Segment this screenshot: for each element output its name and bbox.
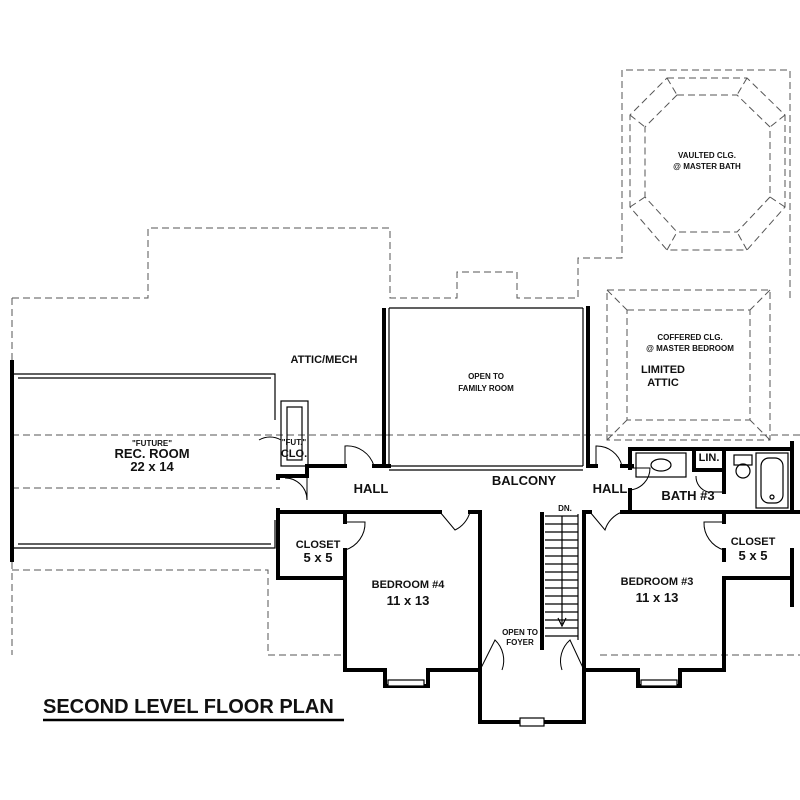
closet-left-size: 5 x 5 <box>304 550 333 565</box>
fut-clo-label-1: "FUT." <box>282 438 307 447</box>
hall-left-label: HALL <box>354 481 389 496</box>
walls <box>276 306 800 724</box>
vaulted-label-2: @ MASTER BATH <box>673 162 741 171</box>
rec-room-future-label: "FUTURE" <box>132 439 172 448</box>
bedroom4-name: BEDROOM #4 <box>372 579 446 591</box>
future-closet: "FUT." CLO. <box>258 400 309 467</box>
open-foyer-label-2: FOYER <box>506 638 534 647</box>
vaulted-label-1: VAULTED CLG. <box>678 151 736 160</box>
open-family-label-1: OPEN TO <box>468 372 504 381</box>
rec-room-size: 22 x 14 <box>130 459 174 474</box>
attic-mech-label: ATTIC/MECH <box>290 354 357 366</box>
open-family-label-2: FAMILY ROOM <box>458 384 514 393</box>
rec-room-name: REC. ROOM <box>114 446 189 461</box>
bedroom3-name: BEDROOM #3 <box>621 576 694 588</box>
staircase: DN. <box>540 504 579 650</box>
doors <box>284 445 725 671</box>
vaulted-ceiling: VAULTED CLG. @ MASTER BATH <box>629 77 786 251</box>
bedroom4-size: 11 x 13 <box>387 593 430 608</box>
fut-clo-label-2: CLO. <box>281 448 307 460</box>
closet-right-name: CLOSET <box>731 536 776 548</box>
rec-room: "FUTURE" REC. ROOM 22 x 14 <box>10 360 276 562</box>
bedroom3-size: 11 x 13 <box>636 590 679 605</box>
closet-left-name: CLOSET <box>296 539 341 551</box>
coffered-label-2: @ MASTER BEDROOM <box>646 344 734 353</box>
stair-down-label: DN. <box>558 504 572 513</box>
windows <box>387 679 678 727</box>
open-foyer-label-1: OPEN TO <box>502 628 538 637</box>
plan-title-text: SECOND LEVEL FLOOR PLAN <box>43 696 334 718</box>
coffered-ceiling: COFFERED CLG. @ MASTER BEDROOM LIMITED A… <box>606 289 771 441</box>
limited-attic-label-1: LIMITED <box>641 364 685 376</box>
balcony-label: BALCONY <box>492 473 557 488</box>
limited-attic-label-2: ATTIC <box>647 377 679 389</box>
bath3-label: BATH #3 <box>661 488 714 503</box>
coffered-label-1: COFFERED CLG. <box>657 333 722 342</box>
linen-label: LIN. <box>699 452 720 464</box>
bath-fixtures <box>635 452 789 509</box>
closet-right-size: 5 x 5 <box>739 548 768 563</box>
plan-title: SECOND LEVEL FLOOR PLAN <box>43 696 344 722</box>
hall-right-label: HALL <box>593 481 628 496</box>
